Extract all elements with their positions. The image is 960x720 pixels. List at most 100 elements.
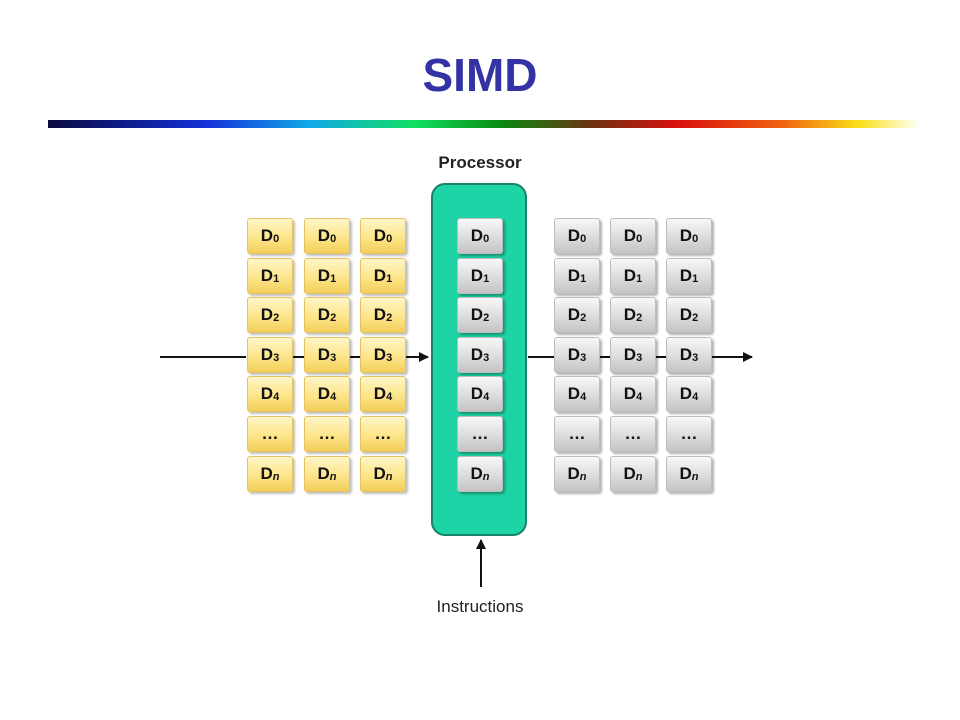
cell-label: D [317,463,330,483]
cell-subscript: 4 [636,391,643,404]
cell-label: D [260,384,274,404]
cell-subscript: n [691,470,699,483]
cell-label: D [470,384,484,404]
cell-subscript: 0 [636,233,643,245]
cell-label: D [373,305,387,325]
cell-subscript: 3 [483,351,490,364]
cell-subscript: 2 [386,312,393,325]
cell-label: D [470,305,484,325]
processor-label: Processor [438,153,522,172]
cell-subscript: 1 [273,272,280,285]
input-data-cell: … [247,416,293,452]
processor-data-cell: … [457,416,503,452]
cell-label: D [679,384,693,404]
cell-subscript: n [579,470,587,483]
cell-subscript: 2 [273,312,280,325]
cell-subscript: 2 [636,312,643,325]
cell-subscript: 4 [580,391,587,404]
cell-label: D [567,265,581,285]
cell-label: D [470,226,484,245]
cell-subscript: 3 [273,351,280,364]
cell-label: D [470,344,484,364]
cell-label: D [679,463,692,483]
slide-title: SIMD [422,49,538,101]
cell-subscript: 4 [483,391,490,404]
cell-label: D [260,265,274,285]
cell-label: D [567,463,580,483]
cell-label: D [567,226,581,245]
cell-subscript: 0 [330,233,337,245]
cell-label: D [623,463,636,483]
cell-subscript: n [635,470,643,483]
cell-label: D [470,265,484,285]
cell-label: … [318,424,336,443]
cell-label: D [373,384,387,404]
cell-label: … [624,424,642,443]
cell-label: D [679,344,693,364]
cell-subscript: 0 [386,233,393,245]
cell-subscript: 1 [692,272,699,285]
cell-label: D [373,265,387,285]
cell-subscript: 2 [483,312,490,325]
cell-subscript: n [272,470,280,483]
cell-label: D [623,305,637,325]
cell-label: D [679,305,693,325]
cell-label: D [317,384,331,404]
cell-label: D [260,305,274,325]
cell-label: … [568,424,586,443]
cell-label: D [567,384,581,404]
cell-label: D [317,344,331,364]
cell-subscript: 4 [330,391,337,404]
cell-label: … [261,424,279,443]
cell-subscript: 2 [330,312,337,325]
cell-subscript: 3 [386,351,393,364]
cell-label: D [623,265,637,285]
cell-label: D [373,463,386,483]
cell-subscript: 3 [580,351,587,364]
cell-subscript: n [385,470,393,483]
cell-subscript: 0 [483,233,490,245]
cell-label: … [374,424,392,443]
cell-subscript: 1 [330,272,337,285]
input-data-cell: … [304,416,350,452]
cell-label: … [471,424,489,443]
cell-subscript: 1 [636,272,643,285]
cell-subscript: 1 [386,272,393,285]
title-gradient-rule [48,120,920,128]
cell-subscript: n [482,470,490,483]
cell-subscript: 2 [580,312,587,325]
